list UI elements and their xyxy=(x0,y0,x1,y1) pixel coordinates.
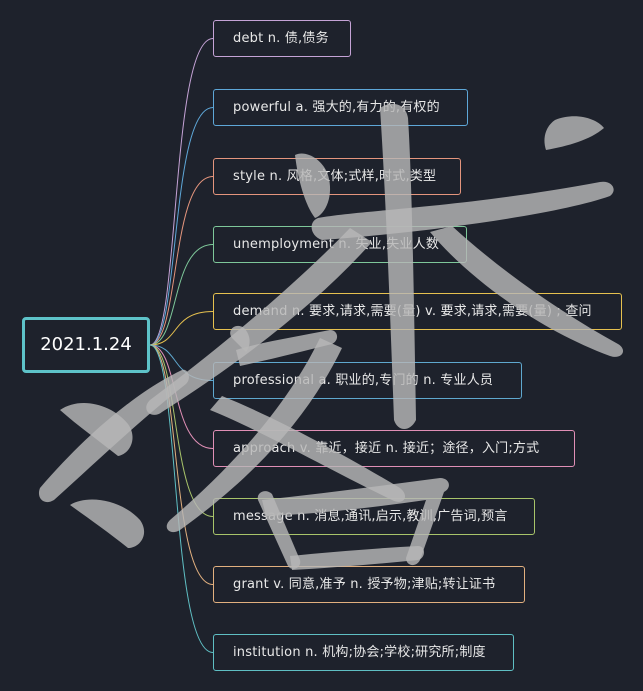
branch-node[interactable]: message n. 消息,通讯,启示,教训,广告词,预言 xyxy=(213,498,535,535)
branch-node[interactable]: unemployment n. 失业,失业人数 xyxy=(213,226,467,263)
branch-node[interactable]: professional a. 职业的,专门的 n. 专业人员 xyxy=(213,362,522,399)
connector-line xyxy=(149,344,214,517)
branch-node[interactable]: approach v. 靠近，接近 n. 接近；途径，入门;方式 xyxy=(213,430,575,467)
connector-line xyxy=(149,344,214,449)
root-node[interactable]: 2021.1.24 xyxy=(22,317,150,373)
connector-line xyxy=(149,244,214,346)
connector-line xyxy=(149,344,214,381)
branch-node[interactable]: institution n. 机构;协会;学校;研究所;制度 xyxy=(213,634,514,671)
connector-line xyxy=(149,344,214,653)
branch-node[interactable]: demand n. 要求,请求,需要(量) v. 要求,请求,需要(量) ; 查… xyxy=(213,293,622,330)
branch-node[interactable]: debt n. 债,债务 xyxy=(213,20,351,57)
branch-node[interactable]: powerful a. 强大的,有力的,有权的 xyxy=(213,89,468,126)
connector-line xyxy=(149,311,214,346)
branch-node[interactable]: style n. 风格,文体;式样,时式,类型 xyxy=(213,158,461,195)
connector-line xyxy=(149,176,214,346)
branch-node[interactable]: grant v. 同意,准予 n. 授予物;津贴;转让证书 xyxy=(213,566,525,603)
connector-line xyxy=(149,38,214,346)
